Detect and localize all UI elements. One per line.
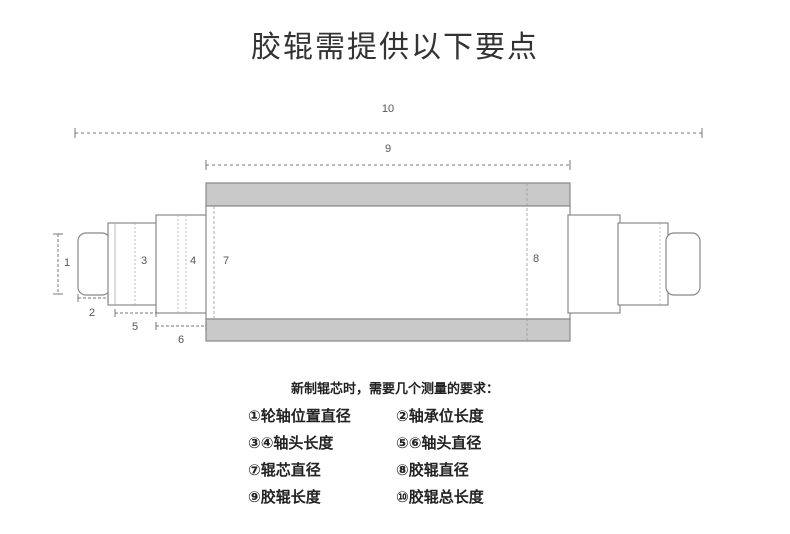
dimension-9: 9 — [205, 143, 571, 170]
dimension-label-1: 1 — [64, 257, 70, 269]
requirements-row: ③④轴头长度 ⑤⑥轴头直径 — [248, 432, 481, 453]
requirement-item: ⑨胶辊长度 — [248, 488, 321, 506]
dimension-label-5: 5 — [132, 321, 138, 333]
dimension-10: 10 — [74, 103, 703, 138]
requirement-item: ①轮轴位置直径 — [248, 407, 351, 425]
dimension-label-10: 10 — [382, 103, 394, 115]
requirements-row: ①轮轴位置直径 ②轴承位长度 — [248, 405, 484, 426]
dimension-label-7: 7 — [223, 255, 229, 267]
roller-body — [205, 182, 571, 342]
requirement-item: ⑩胶辊总长度 — [396, 488, 484, 506]
dimension-2: 2 — [77, 294, 109, 319]
dimension-label-6: 6 — [178, 334, 184, 346]
requirements-row: ⑨胶辊长度 ⑩胶辊总长度 — [248, 486, 484, 507]
requirement-item: ⑦辊芯直径 — [248, 461, 321, 479]
dimension-5: 5 — [114, 309, 157, 333]
requirements-header: 新制辊芯时，需要几个测量的要求： — [290, 382, 499, 397]
dimension-1: 1 — [53, 233, 70, 295]
right-shaft — [567, 214, 701, 314]
dimension-label-3: 3 — [141, 255, 147, 267]
requirement-item: ③④轴头长度 — [248, 434, 334, 452]
dimension-label-8: 8 — [533, 253, 539, 265]
requirement-item: ⑧胶辊直径 — [396, 461, 469, 479]
requirement-item: ②轴承位长度 — [396, 407, 484, 425]
dimension-label-9: 9 — [385, 143, 391, 155]
left-shaft — [77, 214, 209, 314]
dimension-label-4: 4 — [190, 255, 196, 267]
dimension-6: 6 — [155, 322, 207, 346]
page-title: 胶辊需提供以下要点 — [251, 30, 539, 65]
roller-diagram: 10 9 — [53, 103, 703, 346]
dimension-label-2: 2 — [89, 307, 95, 319]
requirement-item: ⑤⑥轴头直径 — [396, 434, 482, 452]
requirements-row: ⑦辊芯直径 ⑧胶辊直径 — [248, 459, 469, 480]
